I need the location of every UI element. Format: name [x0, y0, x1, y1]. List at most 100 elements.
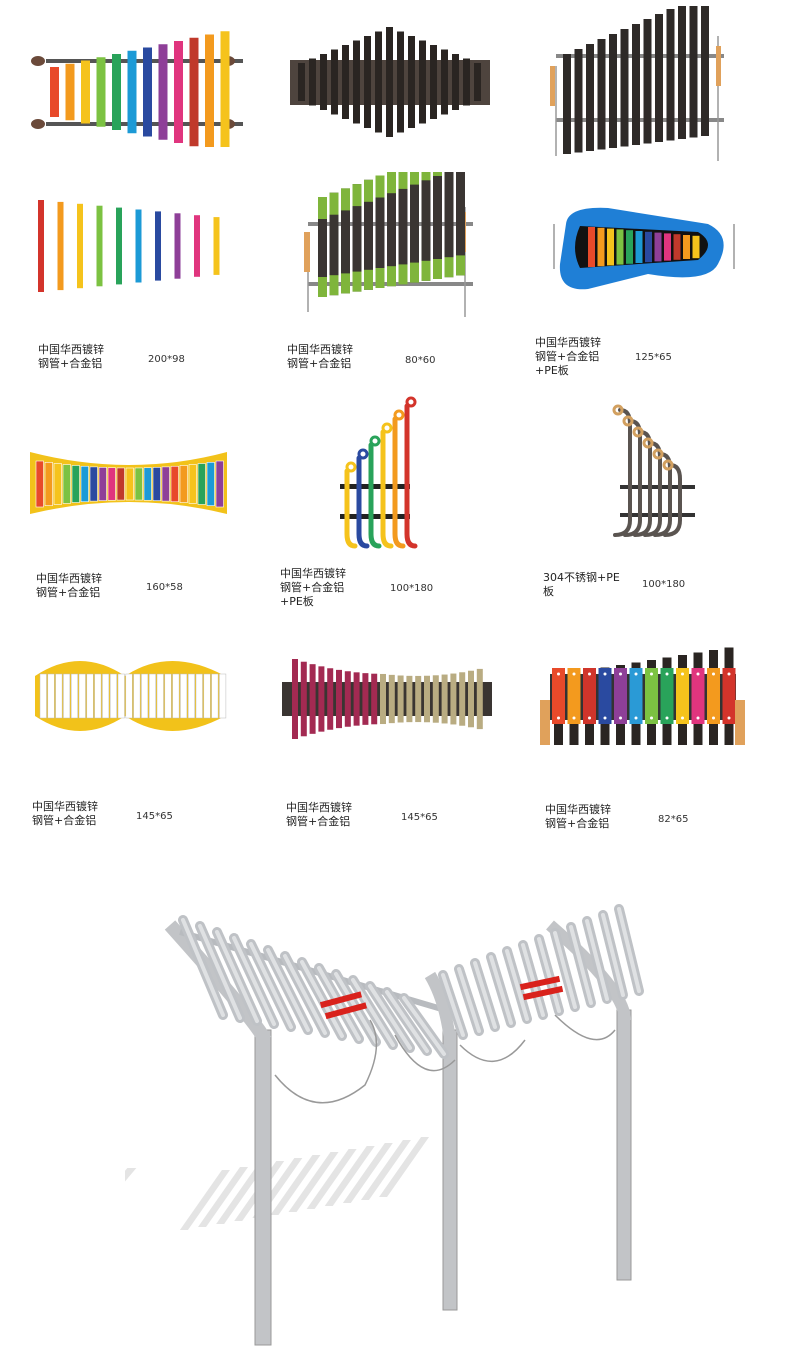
- illustration-shape: [179, 1170, 230, 1230]
- illustration-shape: [629, 668, 643, 724]
- product-caption: 中国华西镀锌 钢管+合金铝 +PE板: [280, 567, 346, 608]
- illustration-shape: [107, 467, 116, 501]
- illustration-shape: [96, 205, 103, 287]
- illustration-shape: [586, 44, 594, 151]
- illustration-shape: [65, 63, 75, 121]
- illustration-shape: [489, 955, 513, 1025]
- illustration-shape: [360, 1140, 411, 1200]
- illustration-shape: [387, 172, 396, 287]
- illustration-shape: [195, 673, 203, 719]
- steel-pipes-illustration: [612, 404, 695, 537]
- curved-pipes-illustration: [340, 396, 418, 549]
- product-caption: 中国华西镀锌 钢管+合金铝 +PE板: [535, 336, 601, 377]
- illustration-shape: [405, 396, 417, 408]
- illustration-shape: [174, 41, 183, 143]
- illustration-shape: [125, 1168, 137, 1253]
- illustration-shape: [282, 682, 492, 716]
- illustration-shape: [44, 462, 53, 506]
- illustration-shape: [588, 672, 591, 676]
- illustration-shape: [635, 231, 643, 263]
- illustration-shape: [398, 264, 408, 285]
- illustration-shape: [71, 465, 80, 503]
- illustration-shape: [468, 670, 474, 728]
- illustration-shape: [463, 58, 470, 106]
- illustration-shape: [216, 1164, 267, 1224]
- illustration-shape: [392, 416, 406, 549]
- illustration-shape: [632, 426, 644, 438]
- illustration-shape: [622, 415, 634, 427]
- illustration-shape: [78, 673, 86, 719]
- green-chime-illustration: [304, 172, 473, 317]
- product-image-color-panel-xylophone: [540, 640, 745, 752]
- product-size: 100*180: [642, 579, 686, 590]
- illustration-shape: [116, 207, 122, 285]
- product-image-green-chime-frame: [300, 172, 475, 322]
- illustration-shape: [318, 197, 327, 219]
- illustration-shape: [598, 668, 612, 724]
- illustration-shape: [364, 36, 371, 128]
- illustration-shape: [681, 716, 684, 720]
- illustration-shape: [597, 39, 606, 150]
- illustration-shape: [53, 463, 62, 505]
- dark-xylophone-illustration: [290, 27, 490, 137]
- illustration-shape: [588, 227, 595, 267]
- illustration-shape: [318, 277, 327, 297]
- slim-rainbow-illustration: [38, 200, 220, 292]
- illustration-shape: [410, 262, 419, 283]
- illustration-shape: [632, 24, 640, 145]
- illustration-shape: [601, 913, 625, 997]
- illustration-shape: [727, 716, 731, 720]
- illustration-shape: [652, 448, 664, 460]
- product-image-bowtie-xylophone: [22, 448, 237, 520]
- illustration-shape: [619, 672, 622, 676]
- illustration-shape: [421, 172, 431, 181]
- illustration-shape: [387, 172, 396, 194]
- illustration-shape: [352, 184, 362, 292]
- illustration-shape: [381, 422, 393, 434]
- illustration-shape: [318, 197, 327, 297]
- illustration-shape: [353, 672, 360, 726]
- illustration-shape: [662, 459, 674, 471]
- illustration-shape: [441, 674, 448, 724]
- product-image-dark-chime-frame: [548, 6, 728, 166]
- product-size: 100*180: [390, 583, 434, 594]
- illustration-shape: [57, 201, 64, 291]
- illustration-shape: [421, 260, 431, 281]
- illustration-shape: [650, 716, 653, 720]
- product-image-steel-curved-pipes: [600, 400, 700, 552]
- illustration-shape: [50, 67, 59, 117]
- illustration-shape: [364, 179, 373, 202]
- illustration-shape: [393, 409, 405, 421]
- illustration-shape: [585, 919, 609, 1001]
- illustration-shape: [665, 672, 669, 676]
- illustration-shape: [707, 668, 720, 724]
- illustration-shape: [552, 668, 565, 724]
- illustration-shape: [563, 54, 571, 154]
- illustration-shape: [55, 673, 63, 719]
- illustration-shape: [206, 462, 215, 506]
- illustration-shape: [386, 27, 393, 137]
- illustration-shape: [368, 984, 412, 1050]
- illustration-shape: [676, 668, 689, 724]
- illustration-shape: [664, 233, 671, 261]
- product-image-blue-panel-xylophone: [548, 204, 743, 296]
- product-image-double-steel-chime-frame: [125, 880, 685, 1350]
- product-size: 145*65: [136, 811, 173, 822]
- illustration-shape: [473, 961, 497, 1029]
- product-image-dark-xylophone: [290, 20, 490, 145]
- product-caption: 中国华西镀锌 钢管+合金铝: [32, 800, 98, 827]
- illustration-shape: [388, 674, 395, 724]
- illustration-shape: [187, 673, 195, 719]
- illustration-shape: [666, 9, 675, 141]
- illustration-shape: [80, 465, 89, 503]
- illustration-shape: [127, 50, 137, 134]
- illustration-shape: [35, 460, 44, 508]
- illustration-shape: [188, 464, 197, 504]
- illustration-shape: [306, 1149, 357, 1209]
- illustration-shape: [654, 232, 662, 262]
- illustration-shape: [357, 448, 369, 460]
- illustration-shape: [198, 924, 242, 1020]
- illustration-shape: [643, 441, 662, 537]
- color-panel-illustration: [540, 647, 745, 745]
- illustration-shape: [603, 716, 607, 720]
